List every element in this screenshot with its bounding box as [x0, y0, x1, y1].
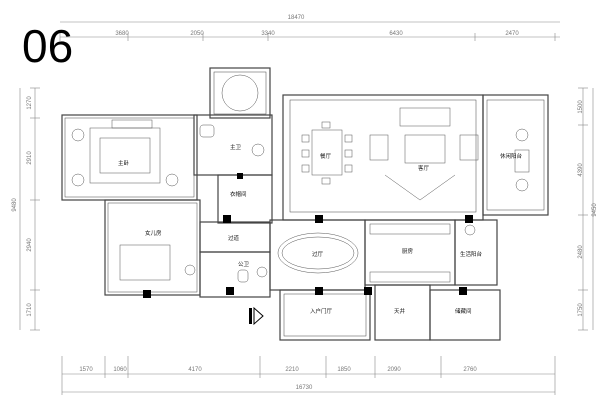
dim-right-total: 9450 — [592, 203, 598, 217]
room-labels: 主卧 主卫 餐厅 客厅 休闲阳台 衣帽间 女儿房 过道 过厅 公卫 厨房 生活阳… — [118, 143, 523, 315]
armchair-a — [369, 134, 389, 161]
dim-top-3: 3340 — [261, 31, 275, 37]
label-walkin-closet: 衣帽间 — [230, 190, 247, 198]
columns — [143, 173, 473, 298]
dim-top-5: 2470 — [505, 31, 519, 37]
round-shaft — [221, 74, 259, 112]
coffee-table — [404, 134, 446, 164]
daughter-chair — [184, 264, 196, 276]
label-corridor: 过道 — [228, 234, 240, 242]
wash-basin — [251, 143, 265, 157]
label-patio: 天井 — [394, 307, 406, 315]
label-public-bath: 公卫 — [238, 261, 250, 268]
kitchen-counter-bottom — [369, 271, 451, 283]
balcony-chair-1 — [515, 128, 529, 142]
dimension-lines — [19, 21, 594, 395]
dining-table — [311, 129, 343, 176]
dim-left-4: 1710 — [27, 303, 33, 317]
pub-toilet — [237, 269, 249, 283]
furniture — [71, 74, 530, 283]
dim-bottom-total: 16730 — [296, 385, 313, 391]
balcony-table — [514, 149, 530, 173]
dim-left-1: 1270 — [27, 96, 33, 110]
dim-right-1: 1500 — [578, 100, 584, 114]
dim-bottom-6: 2090 — [387, 367, 401, 373]
dim-bottom-5: 1850 — [337, 367, 351, 373]
plan-number: 06 — [22, 20, 74, 72]
dim-top-2: 2050 — [190, 31, 204, 37]
dim-left-2: 2910 — [27, 151, 33, 165]
dimension-labels: 18470 3680 2050 3340 6430 2470 1570 1060… — [12, 15, 598, 391]
washer — [464, 224, 476, 236]
walls — [61, 67, 549, 341]
armchair-right — [165, 173, 179, 187]
dim-bottom-7: 2760 — [463, 367, 477, 373]
sofa — [399, 107, 451, 127]
dim-right-4: 1750 — [578, 303, 584, 317]
dim-bottom-1: 1570 — [79, 367, 93, 373]
dim-left-3: 2940 — [27, 238, 33, 252]
label-service-balcony: 生活阳台 — [460, 250, 483, 258]
dim-top-4: 6430 — [389, 31, 403, 37]
label-master-bedroom: 主卧 — [118, 159, 130, 167]
dim-top-1: 3680 — [115, 31, 129, 37]
label-daughter-room: 女儿房 — [145, 229, 162, 237]
label-living: 客厅 — [418, 164, 430, 172]
label-dining: 餐厅 — [320, 152, 332, 160]
label-entrance: 入户门厅 — [310, 307, 333, 315]
balcony-chair-2 — [515, 178, 529, 192]
master-bed — [89, 127, 161, 184]
label-master-bath: 主卫 — [230, 143, 242, 151]
dim-bottom-4: 2210 — [285, 367, 299, 373]
label-balcony: 休闲阳台 — [500, 152, 523, 160]
toilet — [199, 124, 215, 138]
armchair-left-bottom — [71, 173, 85, 187]
dim-bottom-2: 1060 — [113, 367, 127, 373]
entrance-arrow — [249, 306, 264, 326]
headboard — [111, 119, 153, 129]
label-hallway: 过厅 — [312, 250, 324, 258]
label-kitchen: 厨房 — [402, 247, 414, 255]
armchair-left-top — [71, 128, 85, 142]
kitchen-counter-top — [369, 223, 451, 235]
dim-top-total: 18470 — [288, 15, 305, 21]
pub-basin — [256, 266, 268, 278]
label-storage: 储藏间 — [455, 307, 472, 315]
daughter-bed — [119, 244, 171, 281]
dim-left-total: 9480 — [12, 198, 18, 212]
dim-right-3: 2480 — [578, 245, 584, 259]
hall-oval-rug — [277, 232, 359, 274]
dim-bottom-3: 4170 — [188, 367, 202, 373]
dim-right-2: 4390 — [578, 163, 584, 177]
armchair-b — [459, 134, 479, 161]
